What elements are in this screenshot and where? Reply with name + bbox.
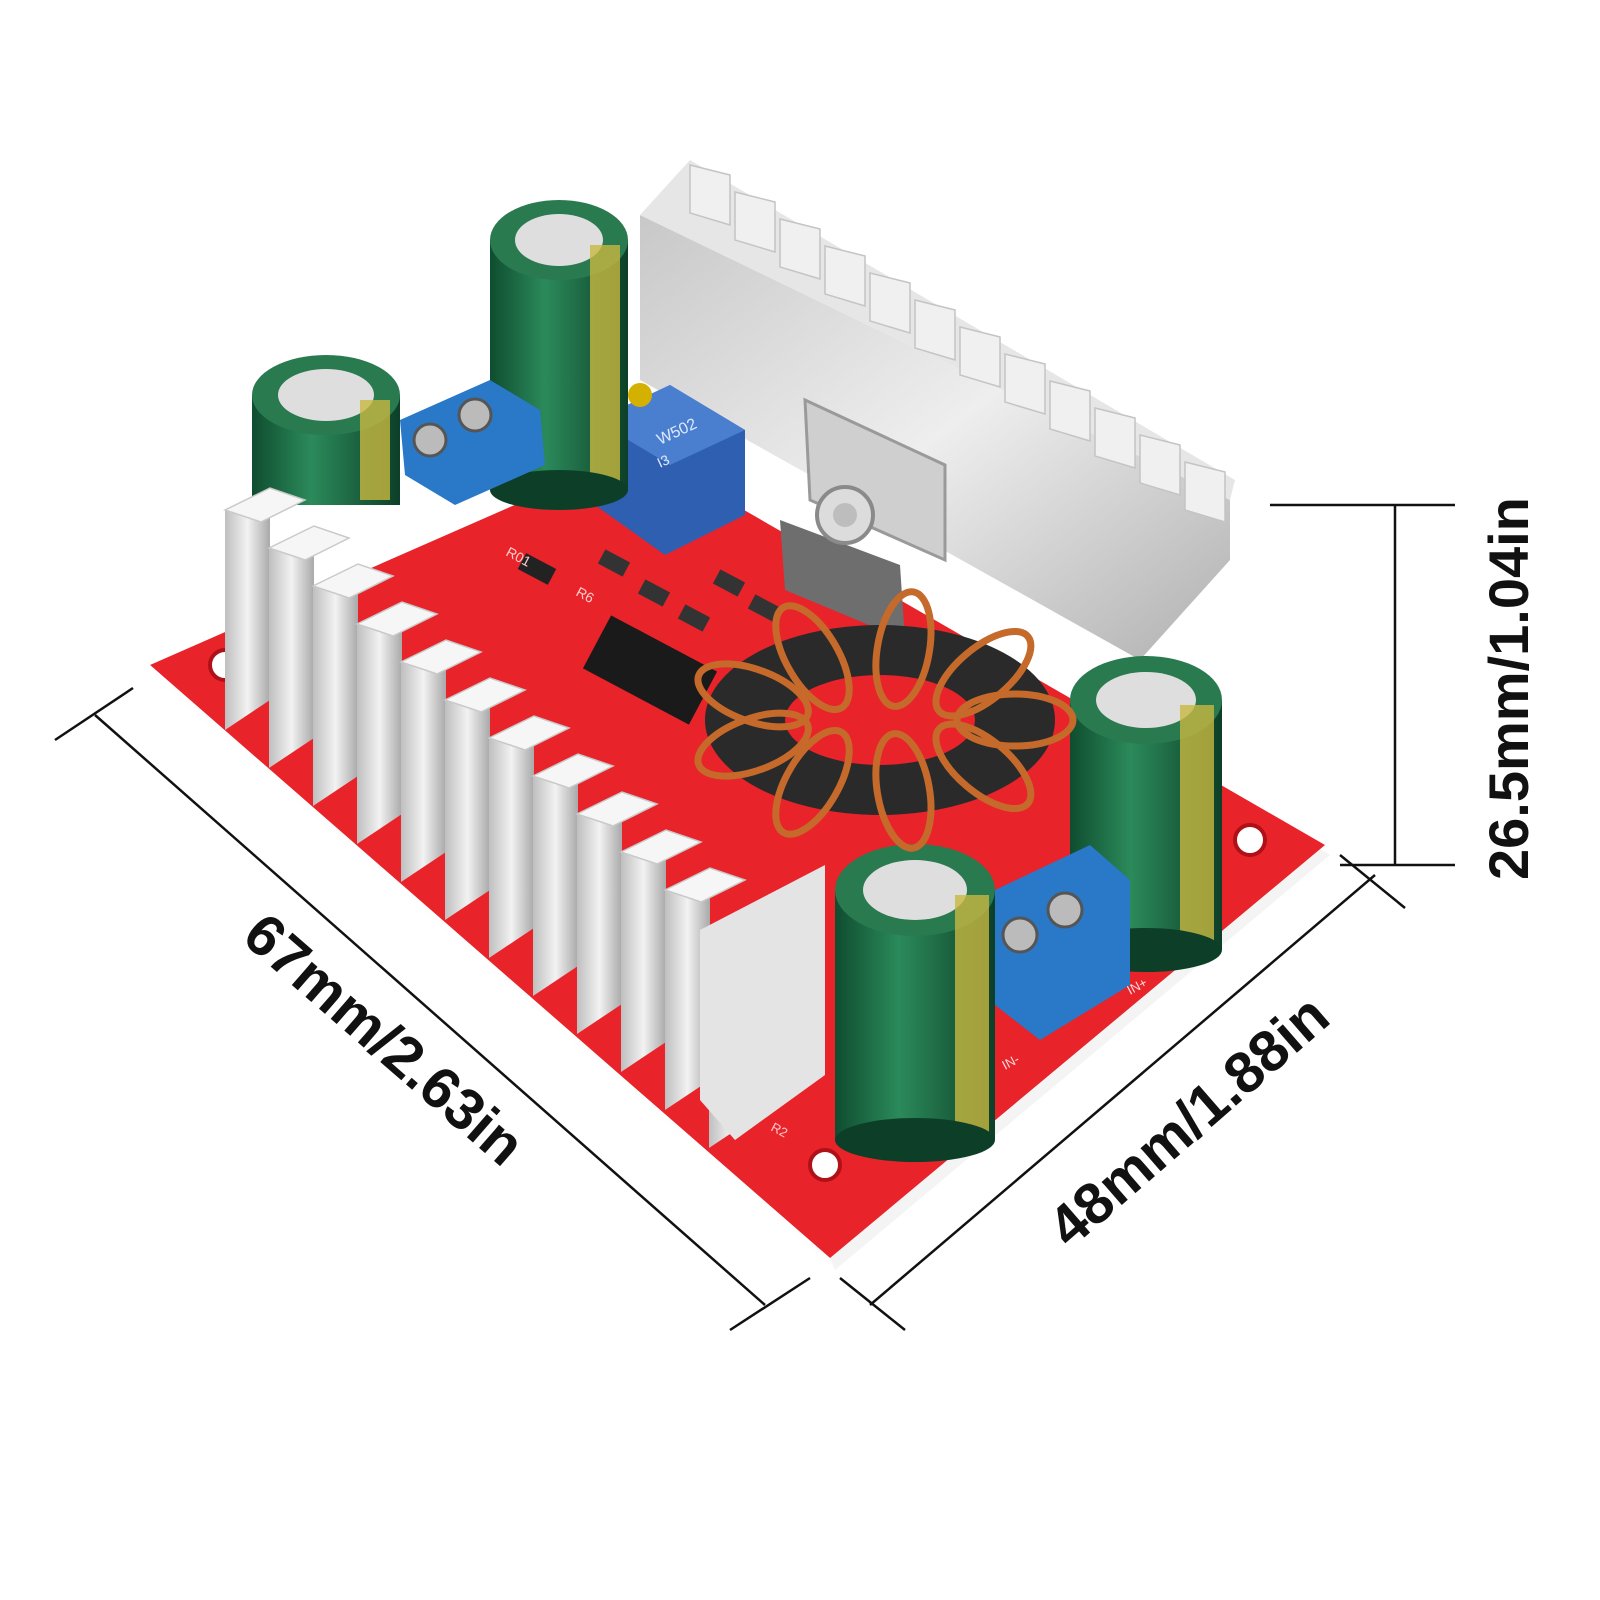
coil-turn: [932, 627, 1035, 720]
heatsink-fin: [531, 753, 615, 996]
mounting-hole: [808, 1148, 842, 1182]
dimension-height: [1270, 503, 1455, 867]
terminal-screw-icon: [1046, 891, 1084, 929]
terminal-screw-icon: [457, 397, 493, 433]
heatsink-fin: [689, 164, 731, 227]
capacitor-front: [835, 844, 995, 1162]
heatsink-fin: [355, 601, 439, 844]
heatsink-fin: [1094, 407, 1136, 470]
front-heatsink: [223, 487, 825, 1148]
heatsink-fin: [223, 487, 307, 730]
dimension-height-label: 26.5mm/1.04in: [1477, 497, 1540, 880]
terminal-screw-icon: [412, 422, 448, 458]
rear-heatsink: [640, 160, 1235, 660]
adjust-screw-icon: [628, 383, 652, 407]
heatsink-fin: [779, 218, 821, 281]
terminal-block-input: [400, 380, 545, 505]
capacitor-top-left: [252, 355, 400, 505]
power-transistor: [780, 397, 947, 640]
heatsink-fin: [1004, 353, 1046, 416]
heatsink-fin: [399, 639, 483, 882]
coil-turn: [872, 730, 935, 852]
heatsink-fin: [1139, 434, 1181, 497]
coil-turn: [953, 690, 1077, 750]
toroid-inductor: [694, 588, 1077, 852]
heatsink-fin: [311, 563, 395, 806]
coil-turn: [872, 588, 935, 710]
heatsink-fin: [443, 677, 527, 920]
heatsink-fin: [824, 245, 866, 308]
capacitor-top-center: [490, 200, 628, 510]
coil-turn: [772, 726, 853, 838]
heatsink-fin: [267, 525, 351, 768]
marking-r2: R2: [769, 1119, 791, 1140]
dimension-length: [54, 686, 811, 1332]
smd-components: R01 R6 R2: [504, 544, 791, 1141]
trimpot: W502 I3: [595, 383, 745, 555]
terminal-block-output: IN- IN+: [995, 845, 1150, 1073]
heatsink-fin: [1184, 461, 1226, 524]
coil-turn: [694, 660, 812, 731]
heatsink-side: [700, 865, 825, 1140]
capacitor-right: [1070, 656, 1222, 972]
heatsink-fin: [914, 299, 956, 362]
terminal-screw-icon: [1001, 916, 1039, 954]
heatsink-fin: [619, 829, 703, 1072]
heatsink-fin: [1049, 380, 1091, 443]
mounting-hole: [1233, 823, 1267, 857]
marking-r6: R6: [574, 584, 598, 607]
heatsink-fin: [869, 272, 911, 335]
heatsink-fin: [663, 867, 747, 1110]
heatsink-fin: [575, 791, 659, 1034]
heatsink-fin: [959, 326, 1001, 389]
heatsink-fin: [734, 191, 776, 254]
marking-in-minus: IN-: [999, 1051, 1021, 1072]
heatsink-fin: [487, 715, 571, 958]
coil-turn: [772, 602, 853, 714]
coil-turn: [932, 720, 1035, 813]
